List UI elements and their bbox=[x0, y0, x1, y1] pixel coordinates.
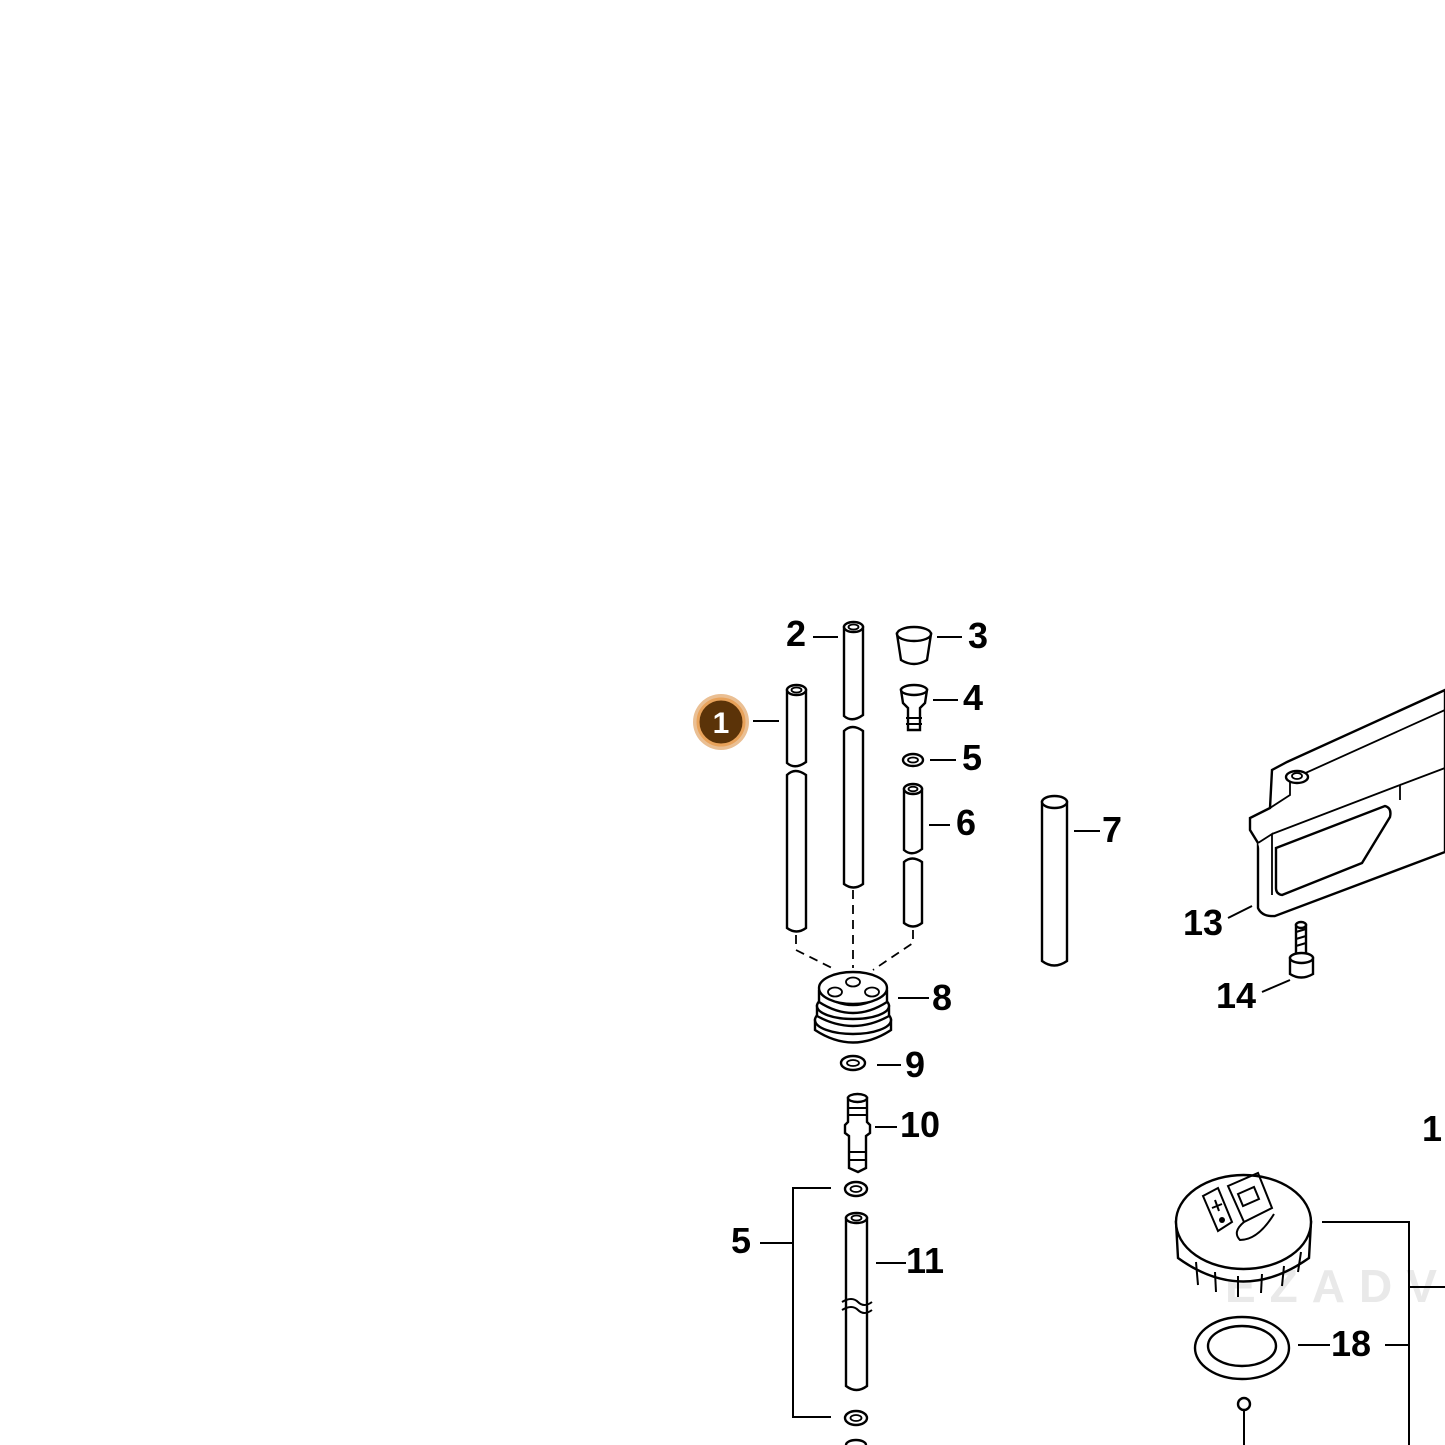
leader-13 bbox=[1227, 905, 1253, 919]
callout-16-partial[interactable]: 1 bbox=[1422, 1108, 1442, 1149]
part-13-bracket bbox=[1248, 688, 1445, 918]
part-5-o-ring bbox=[901, 752, 925, 768]
callout-14[interactable]: 14 bbox=[1216, 975, 1256, 1016]
part-7-rod bbox=[1040, 794, 1069, 967]
group-bracket-right bbox=[1322, 1221, 1410, 1445]
callout-7[interactable]: 7 bbox=[1102, 809, 1122, 850]
part-4-nozzle bbox=[899, 683, 929, 732]
callout-8[interactable]: 8 bbox=[932, 977, 952, 1018]
callout-3[interactable]: 3 bbox=[968, 615, 988, 656]
part-11-hose bbox=[841, 1211, 873, 1392]
part-10-connector bbox=[843, 1092, 872, 1174]
part-9-o-ring bbox=[839, 1054, 867, 1072]
part-retainer-strap bbox=[1236, 1396, 1252, 1445]
part-3-cap bbox=[895, 625, 933, 666]
highlighted-callout-1[interactable]: 1 bbox=[693, 694, 749, 750]
callout-18[interactable]: 18 bbox=[1331, 1323, 1371, 1364]
callout-2[interactable]: 2 bbox=[786, 613, 806, 654]
callout-9[interactable]: 9 bbox=[905, 1044, 925, 1085]
callout-6[interactable]: 6 bbox=[956, 802, 976, 843]
fuel-pump-icon bbox=[1201, 1171, 1275, 1242]
part-2-tube bbox=[842, 620, 865, 889]
group-bracket-5 bbox=[792, 1187, 831, 1418]
callout-4[interactable]: 4 bbox=[963, 677, 983, 718]
callout-1-label: 1 bbox=[713, 707, 730, 740]
callout-10[interactable]: 10 bbox=[900, 1104, 940, 1145]
part-8-grommet bbox=[813, 970, 893, 1044]
assembly-guides bbox=[795, 890, 914, 971]
part-5-lower-o-ring-top bbox=[843, 1180, 869, 1198]
leader-14 bbox=[1261, 979, 1291, 993]
part-6-tube bbox=[902, 782, 924, 928]
callout-5-upper[interactable]: 5 bbox=[962, 737, 982, 778]
callout-13[interactable]: 13 bbox=[1183, 902, 1223, 943]
part-1-tube bbox=[785, 683, 808, 933]
part-fuel-cap bbox=[1174, 1171, 1313, 1297]
callout-5-lower[interactable]: 5 bbox=[731, 1220, 751, 1261]
part-5-lower-o-ring-bottom bbox=[843, 1409, 869, 1445]
part-14-screw bbox=[1288, 920, 1315, 979]
callout-11[interactable]: 11 bbox=[906, 1240, 944, 1281]
part-18-gasket bbox=[1193, 1315, 1291, 1381]
